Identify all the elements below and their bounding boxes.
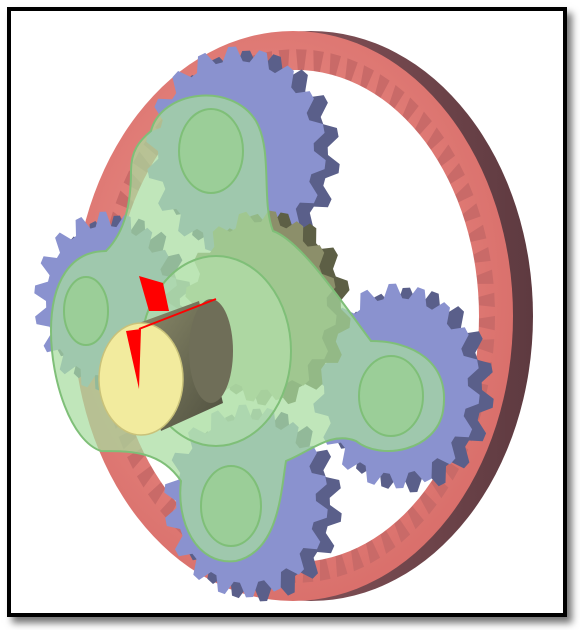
- carrier-pin-bottom: [200, 465, 262, 547]
- carrier: [49, 94, 446, 563]
- carrier-pin-right: [358, 355, 424, 437]
- carrier-pin-left: [63, 276, 109, 346]
- carrier-pin-top: [178, 108, 244, 194]
- red-marker: [126, 276, 217, 389]
- shaft-end-face: [98, 322, 184, 436]
- image-frame: [7, 7, 567, 617]
- planetary-gear-diagram: [34, 31, 533, 602]
- output-shaft: [98, 299, 233, 436]
